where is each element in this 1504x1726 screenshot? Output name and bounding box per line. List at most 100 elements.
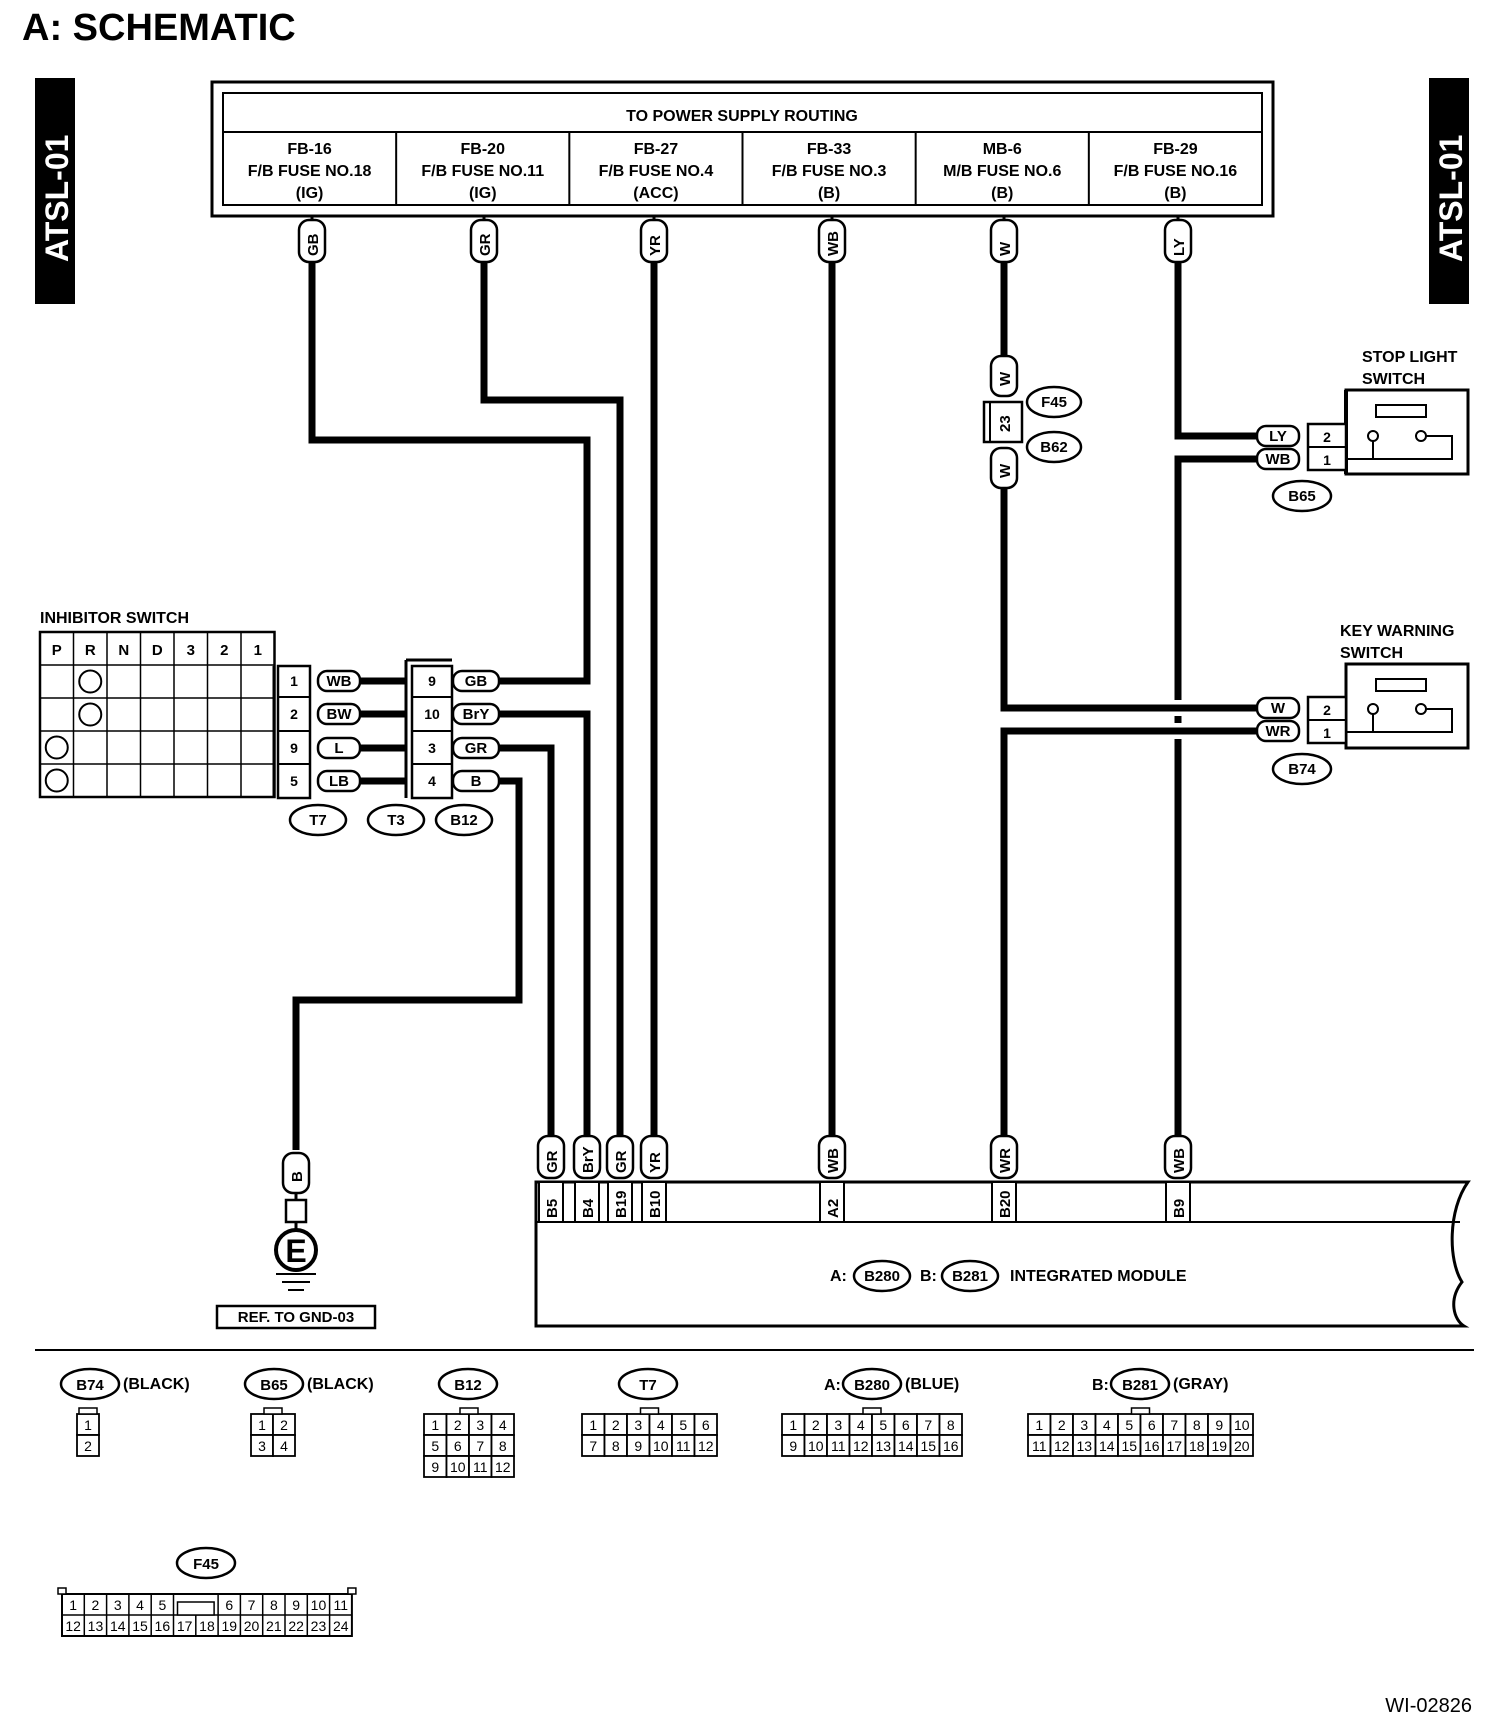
svg-text:GR: GR: [477, 233, 494, 256]
fuse-mode: (IG): [296, 185, 324, 202]
t7-pin: 5: [290, 773, 298, 789]
fuse-mode: (B): [818, 185, 840, 202]
svg-text:7: 7: [924, 1417, 932, 1433]
fuse-id: FB-33: [807, 141, 852, 158]
fuse-name: F/B FUSE NO.4: [599, 163, 714, 180]
svg-text:10: 10: [1234, 1417, 1250, 1433]
fuse-id: FB-27: [634, 141, 679, 158]
svg-text:9: 9: [431, 1459, 439, 1475]
svg-text:B:: B:: [1092, 1377, 1109, 1394]
svg-text:7: 7: [589, 1438, 597, 1454]
fuse-mode: (B): [991, 185, 1013, 202]
svg-text:6: 6: [702, 1417, 710, 1433]
svg-text:18: 18: [199, 1618, 215, 1634]
wire-wb-b9: [1174, 455, 1257, 1136]
svg-text:1: 1: [789, 1417, 797, 1433]
svg-text:2: 2: [612, 1417, 620, 1433]
svg-text:17: 17: [177, 1618, 193, 1634]
shift-position-label: N: [118, 642, 129, 659]
svg-text:11: 11: [676, 1438, 691, 1454]
svg-text:7: 7: [248, 1597, 256, 1613]
t7-pin: 2: [290, 706, 298, 722]
svg-text:9: 9: [634, 1438, 642, 1454]
svg-text:WR: WR: [997, 1148, 1014, 1173]
svg-text:11: 11: [473, 1459, 488, 1475]
fuse-fb-27: FB-27F/B FUSE NO.4(ACC): [599, 141, 714, 202]
svg-text:12: 12: [853, 1438, 869, 1454]
svg-text:13: 13: [1076, 1438, 1092, 1454]
stop-light-switch: STOP LIGHT SWITCH 2 1 LY WB B65: [1255, 349, 1470, 513]
fuse-name: F/B FUSE NO.11: [421, 163, 544, 180]
shift-position-label: 2: [220, 642, 228, 659]
svg-text:5: 5: [879, 1417, 887, 1433]
svg-text:23: 23: [997, 415, 1014, 432]
svg-text:3: 3: [634, 1417, 642, 1433]
continuity-circle: [78, 669, 103, 694]
svg-text:16: 16: [155, 1618, 171, 1634]
ground-symbol: B E REF. TO GND-03: [215, 1151, 377, 1330]
t7-wire: BW: [327, 706, 353, 723]
svg-text:2: 2: [812, 1417, 820, 1433]
svg-text:7: 7: [476, 1438, 484, 1454]
svg-text:1: 1: [84, 1417, 92, 1433]
fuse-id: FB-20: [461, 141, 506, 158]
fuse-name: M/B FUSE NO.6: [943, 163, 1061, 180]
svg-text:11: 11: [1032, 1438, 1047, 1454]
svg-text:2: 2: [1058, 1417, 1066, 1433]
svg-text:B74: B74: [76, 1377, 104, 1394]
wire-tag-yr: YR: [639, 216, 669, 264]
svg-text:1: 1: [589, 1417, 597, 1433]
svg-text:B12: B12: [454, 1377, 482, 1394]
svg-text:8: 8: [270, 1597, 278, 1613]
svg-text:23: 23: [311, 1618, 327, 1634]
fuse-name: F/B FUSE NO.16: [1114, 163, 1238, 180]
svg-text:22: 22: [288, 1618, 304, 1634]
svg-text:7: 7: [1170, 1417, 1178, 1433]
shift-position-label: R: [85, 642, 96, 659]
svg-text:13: 13: [875, 1438, 891, 1454]
svg-text:1: 1: [1323, 452, 1331, 468]
wire-gr-lower: [497, 744, 555, 1136]
svg-text:A2: A2: [825, 1199, 842, 1218]
svg-text:B62: B62: [1040, 439, 1068, 456]
svg-text:(BLACK): (BLACK): [307, 1376, 374, 1393]
continuity-circle: [44, 735, 69, 760]
svg-text:A:: A:: [824, 1377, 841, 1394]
svg-text:GB: GB: [305, 233, 322, 256]
b12-pin: 9: [428, 673, 436, 689]
svg-text:B19: B19: [613, 1190, 630, 1218]
shift-position-label: P: [52, 642, 62, 659]
svg-text:17: 17: [1166, 1438, 1182, 1454]
svg-text:E: E: [285, 1233, 306, 1269]
svg-text:9: 9: [292, 1597, 300, 1613]
svg-text:10: 10: [450, 1459, 466, 1475]
svg-text:4: 4: [280, 1438, 288, 1454]
svg-text:11: 11: [333, 1597, 348, 1613]
svg-text:5: 5: [431, 1438, 439, 1454]
svg-text:8: 8: [612, 1438, 620, 1454]
svg-text:B9: B9: [1171, 1199, 1188, 1218]
fuse-id: MB-6: [983, 141, 1022, 158]
svg-text:12: 12: [698, 1438, 714, 1454]
svg-text:2: 2: [84, 1438, 92, 1454]
svg-text:1: 1: [1323, 725, 1331, 741]
svg-text:GR: GR: [544, 1150, 561, 1173]
svg-text:16: 16: [943, 1438, 959, 1454]
svg-text:15: 15: [920, 1438, 936, 1454]
svg-text:INHIBITOR SWITCH: INHIBITOR SWITCH: [40, 610, 189, 627]
svg-text:10: 10: [311, 1597, 327, 1613]
svg-text:BrY: BrY: [580, 1146, 597, 1173]
b12-wire: BrY: [463, 706, 490, 723]
svg-text:3: 3: [114, 1597, 122, 1613]
